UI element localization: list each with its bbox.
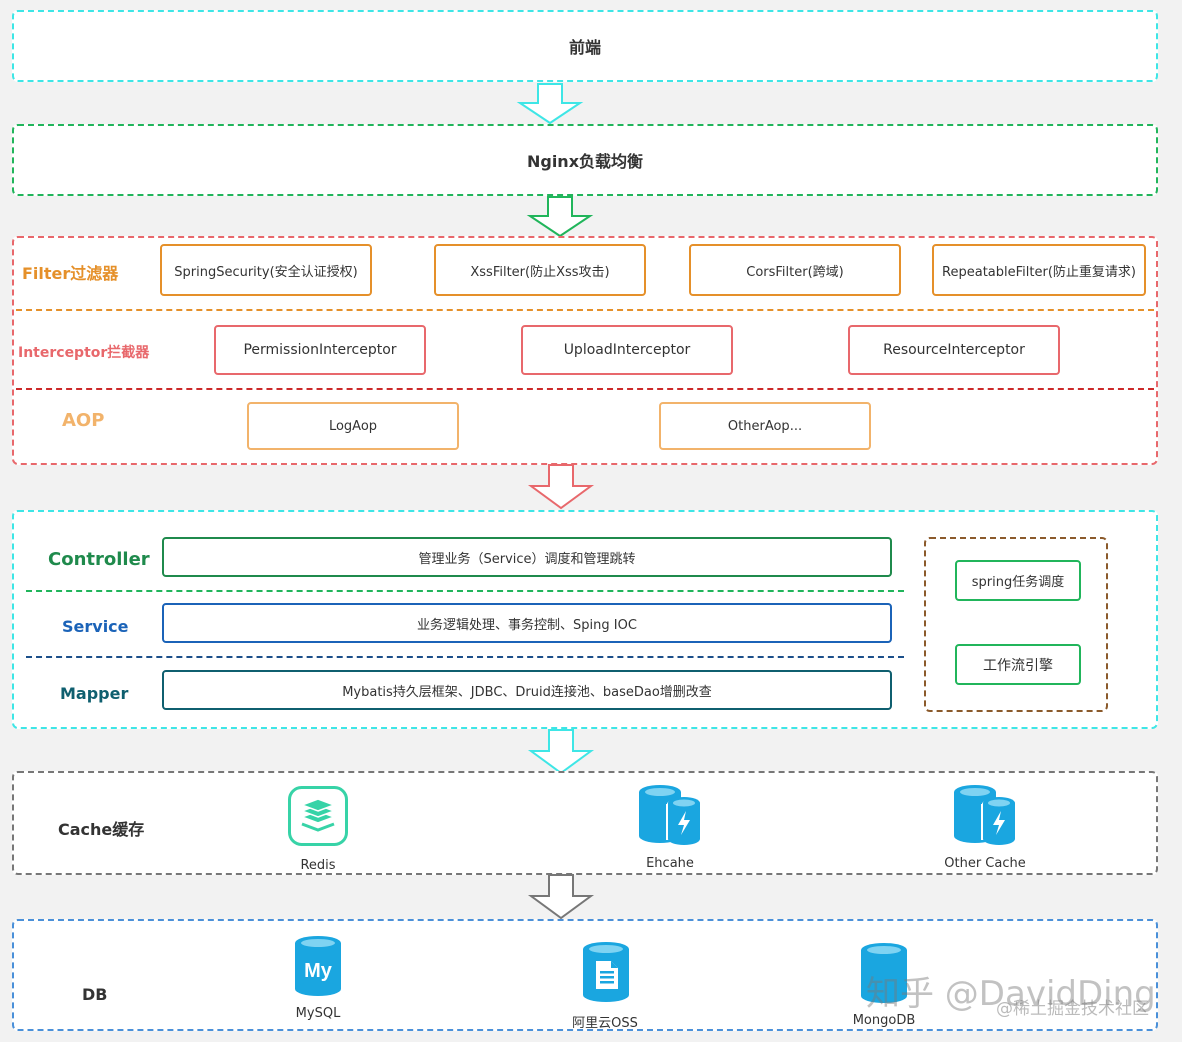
controller-divider — [26, 590, 904, 592]
arrow-down-icon — [526, 196, 594, 238]
oss-storage-icon — [583, 942, 629, 1002]
frontend-layer: 前端 — [12, 10, 1158, 82]
watermark-sub: @稀土掘金技术社区 — [996, 999, 1149, 1019]
db-layer — [12, 919, 1158, 1031]
nginx-layer: Nginx负载均衡 — [12, 124, 1158, 196]
oss-caption: 阿里云OSS — [572, 1016, 638, 1031]
mapper-label: Mapper — [60, 684, 129, 703]
controller-box: 管理业务（Service）调度和管理跳转 — [162, 537, 892, 577]
aop-item: OtherAop... — [659, 402, 871, 450]
mapper-box: Mybatis持久层框架、JDBC、Druid连接池、baseDao增删改查 — [162, 670, 892, 710]
aop-label: AOP — [62, 410, 105, 431]
db-label: DB — [82, 985, 108, 1004]
filter-item: XssFilter(防止Xss攻击) — [434, 244, 646, 296]
interceptor-divider — [16, 388, 1154, 390]
arrow-down-icon — [527, 729, 595, 775]
redis-caption: Redis — [300, 858, 336, 873]
filter-label: Filter过滤器 — [22, 264, 119, 283]
filter-item: SpringSecurity(安全认证授权) — [160, 244, 372, 296]
filter-divider — [16, 309, 1154, 311]
service-label: Service — [62, 617, 129, 636]
ehcache-database-icon — [639, 785, 702, 845]
arrow-down-icon — [516, 83, 584, 125]
mysql-logo-text: My — [304, 960, 333, 982]
arrow-down-icon — [527, 874, 595, 920]
aop-item: LogAop — [247, 402, 459, 450]
other-cache-database-icon — [954, 785, 1017, 845]
ehcache-caption: Ehcahe — [646, 856, 694, 871]
interceptor-label: Interceptor拦截器 — [18, 345, 150, 361]
filter-item: RepeatableFilter(防止重复请求) — [932, 244, 1146, 296]
nginx-label: Nginx负载均衡 — [526, 152, 644, 171]
watermark-main: 知乎 @DavidDing — [866, 974, 1156, 1014]
interceptor-item: UploadInterceptor — [521, 325, 733, 375]
service-box: 业务逻辑处理、事务控制、Sping IOC — [162, 603, 892, 643]
workflow-box: 工作流引擎 — [955, 644, 1081, 685]
filter-item: CorsFilter(跨域) — [689, 244, 901, 296]
mongodb-icon — [861, 943, 907, 1003]
scheduler-box: spring任务调度 — [955, 560, 1081, 601]
interceptor-item: PermissionInterceptor — [214, 325, 426, 375]
interceptor-item: ResourceInterceptor — [848, 325, 1060, 375]
mongodb-caption: MongoDB — [852, 1013, 916, 1028]
controller-label: Controller — [48, 549, 150, 570]
other-cache-caption: Other Cache — [944, 856, 1026, 871]
mysql-icon: My — [295, 936, 341, 996]
mysql-caption: MySQL — [295, 1006, 341, 1021]
frontend-label: 前端 — [568, 38, 601, 57]
cache-label: Cache缓存 — [58, 820, 145, 839]
arrow-down-icon — [527, 464, 595, 510]
redis-icon — [288, 786, 348, 846]
service-divider — [26, 656, 904, 658]
